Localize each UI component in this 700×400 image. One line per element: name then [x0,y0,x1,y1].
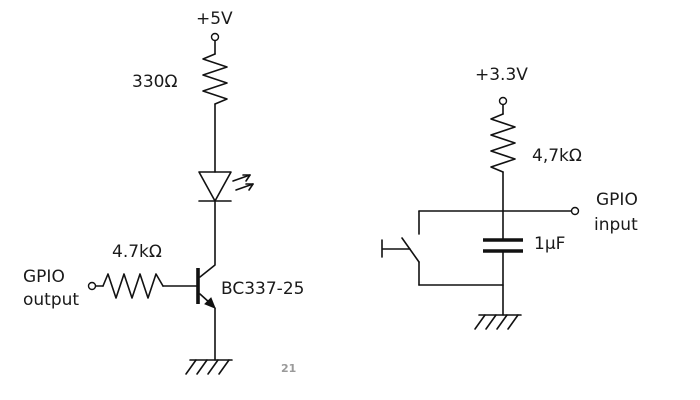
gpio-input-label-line2: input [594,215,638,235]
led-driver-circuit: +5V 330Ω BC337-25 [23,9,304,375]
supply-5v-terminal [210,32,220,42]
supply-3v3-terminal [498,96,508,106]
gpio-input-terminal [570,206,580,216]
emitter-arrow-icon [204,297,216,309]
push-button-switch [381,210,420,286]
ground-symbol-right [474,314,522,330]
gpio-input-label-line1: GPIO [596,190,638,210]
npn-transistor [196,268,216,309]
resistor-330 [202,53,228,105]
gpio-output-label-line1: GPIO [23,267,65,287]
button-actuator-icon [381,239,411,258]
supply-5v-label: +5V [196,9,233,29]
button-input-circuit: +3.3V 4,7kΩ GPIO input 1µF [381,65,638,330]
led-diode [198,171,232,202]
resistor-4k7-pullup [490,113,516,173]
resistor-4k7-label: 4.7kΩ [112,242,162,262]
gpio-output-terminal [87,281,97,291]
ground-symbol-left [185,359,233,375]
resistor-330-label: 330Ω [132,72,177,92]
gpio-output-label-line2: output [23,290,79,310]
resistor-4k7-base [102,273,164,299]
page-number: 21 [281,362,296,375]
wire-led-to-collector [199,200,216,278]
capacitor-1uf [483,238,523,253]
resistor-pullup-label: 4,7kΩ [532,146,582,166]
led-emission-arrows-icon [232,174,254,191]
supply-3v3-label: +3.3V [475,65,528,85]
transistor-label: BC337-25 [221,279,304,299]
capacitor-label: 1µF [534,234,565,254]
